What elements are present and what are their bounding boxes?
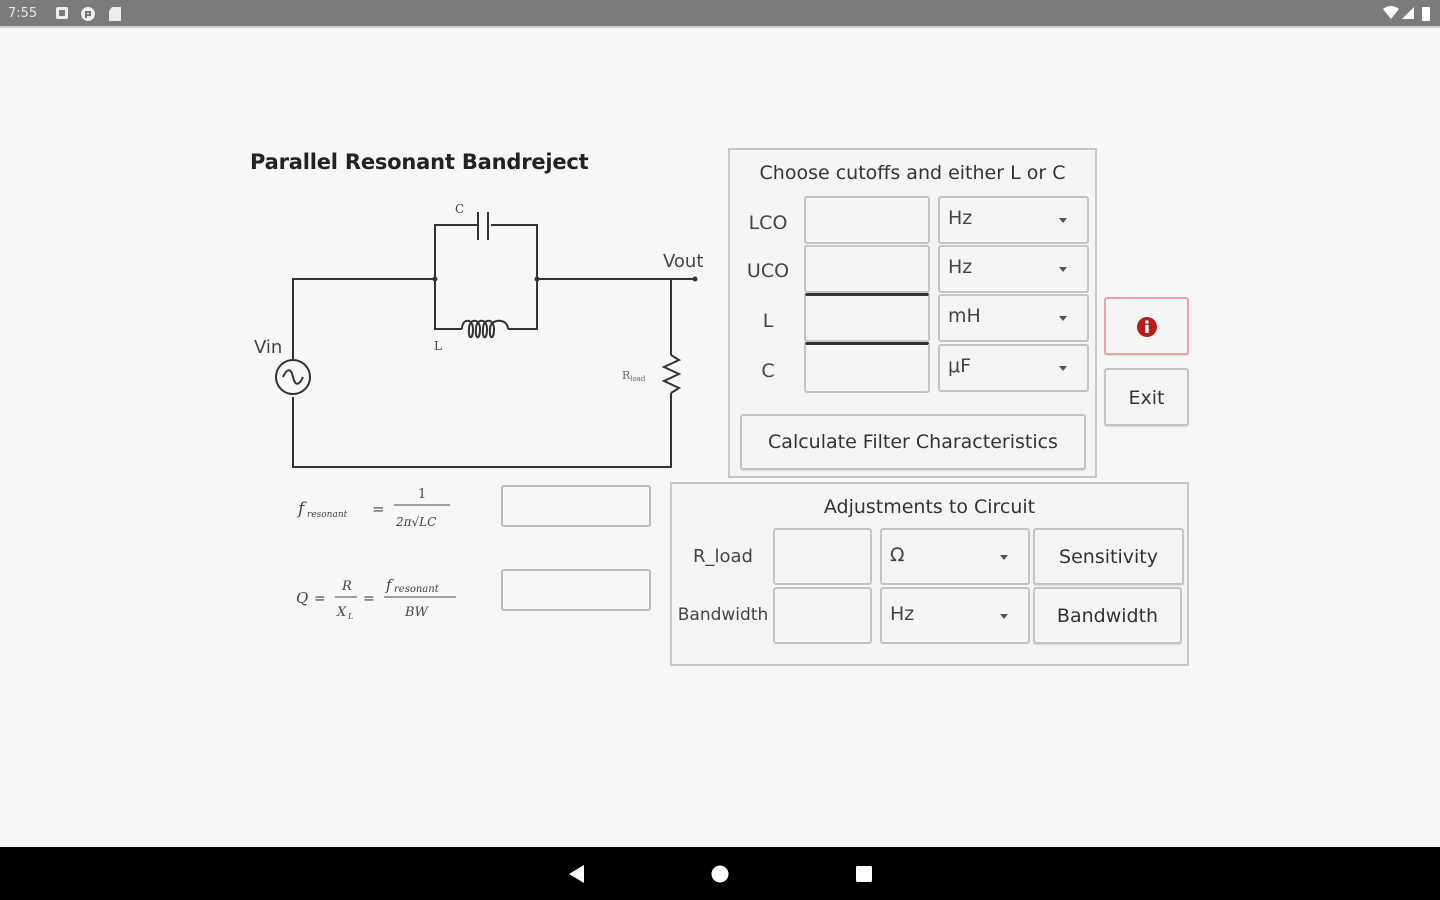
rload-unit-dropdown[interactable]: Ω (880, 528, 1030, 585)
back-icon[interactable] (566, 863, 586, 885)
wire-input (292, 278, 435, 360)
lco-unit-dropdown[interactable]: Hz (938, 196, 1089, 244)
home-icon[interactable] (710, 863, 730, 885)
svg-text:X: X (336, 605, 347, 620)
ac-source-wave (282, 369, 304, 385)
inductor-label: L (434, 339, 442, 353)
adjustments-panel-title: Adjustments to Circuit (823, 496, 1036, 518)
wifi-icon (1383, 6, 1399, 19)
status-time: 7:55 (8, 6, 38, 21)
lco-label: LCO (748, 212, 788, 234)
svg-text:L: L (347, 612, 353, 621)
svg-text:2π√LC: 2π√LC (395, 515, 436, 529)
c-unit-dropdown[interactable]: μF (938, 344, 1089, 392)
chevron-down-icon (1000, 555, 1008, 560)
adjustments-panel: Adjustments to Circuit R_load Ω Sensitiv… (670, 482, 1189, 666)
wire-cap-left (434, 224, 477, 279)
lco-unit-value: Hz (948, 207, 973, 229)
svg-text:f: f (296, 499, 307, 519)
wire-ind-left (434, 279, 462, 330)
circuit-diagram: C L Vout Vin Rload (254, 202, 703, 468)
status-bar: 7:55 (0, 0, 1440, 28)
wire-ind-right (508, 279, 538, 330)
ac-source (275, 359, 311, 395)
wire-return (292, 393, 672, 468)
lco-input[interactable] (804, 196, 930, 244)
rload-label: Rload (622, 369, 646, 383)
c-input[interactable] (804, 342, 930, 393)
q-factor-output[interactable] (501, 569, 651, 611)
capacitor-label: C (455, 202, 464, 216)
svg-text:=: = (372, 500, 385, 518)
node-right (534, 276, 540, 282)
svg-text:Q: Q (296, 589, 308, 607)
svg-text:BW: BW (404, 605, 430, 620)
sd-card-icon (109, 7, 121, 21)
uco-unit-dropdown[interactable]: Hz (938, 245, 1089, 293)
load-resistor (661, 354, 682, 394)
bandwidth-unit-dropdown[interactable]: Hz (880, 587, 1030, 644)
uco-input[interactable] (804, 245, 930, 293)
signal-icon (1402, 7, 1414, 19)
chevron-down-icon (1059, 218, 1067, 223)
node-vout (692, 276, 698, 282)
bandwidth-row-label: Bandwidth (677, 605, 769, 625)
bandwidth-button[interactable]: Bandwidth (1033, 587, 1182, 644)
info-button[interactable] (1104, 297, 1189, 355)
svg-text:f: f (385, 576, 394, 594)
wire-cap-right (491, 224, 538, 279)
navigation-bar (0, 847, 1440, 900)
chevron-down-icon (1059, 316, 1067, 321)
calculate-filter-button[interactable]: Calculate Filter Characteristics (740, 414, 1086, 470)
exit-button[interactable]: Exit (1104, 368, 1189, 426)
chevron-down-icon (1059, 267, 1067, 272)
recents-icon[interactable] (854, 863, 874, 885)
info-icon (1136, 317, 1157, 337)
rload-row-label: R_load (693, 546, 753, 567)
q-factor-formula: Q = R X L = f resonant BW (296, 576, 456, 621)
f-resonant-output[interactable] (501, 485, 651, 527)
l-input[interactable] (804, 293, 930, 342)
svg-text:=: = (314, 591, 326, 607)
svg-text:resonant: resonant (394, 584, 440, 595)
app-icon (81, 7, 95, 21)
f-resonant-formula: f resonant = 1 2π√LC (296, 487, 450, 529)
rload-unit-value: Ω (890, 544, 905, 566)
inductor-coil (461, 319, 509, 339)
c-unit-value: μF (948, 355, 972, 377)
cutoff-panel: Choose cutoffs and either L or C LCO Hz … (728, 148, 1097, 478)
svg-text:R: R (341, 579, 352, 594)
l-unit-dropdown[interactable]: mH (938, 294, 1089, 342)
chevron-down-icon (1000, 614, 1008, 619)
svg-text:1: 1 (418, 487, 426, 502)
vout-label: Vout (663, 251, 703, 272)
l-label: L (762, 310, 774, 332)
chevron-down-icon (1059, 366, 1067, 371)
notification-icon (56, 7, 68, 19)
svg-text:resonant: resonant (307, 510, 348, 520)
bandwidth-input[interactable] (773, 587, 872, 644)
l-unit-value: mH (948, 305, 981, 327)
cutoff-panel-title: Choose cutoffs and either L or C (759, 162, 1066, 184)
bandwidth-unit-value: Hz (890, 603, 915, 625)
vin-label: Vin (254, 337, 282, 358)
uco-label: UCO (746, 260, 790, 282)
page-title: Parallel Resonant Bandreject (250, 150, 589, 174)
rload-input[interactable] (773, 528, 872, 585)
svg-text:=: = (363, 591, 375, 607)
c-label: C (761, 360, 775, 382)
node-left (432, 276, 438, 282)
uco-unit-value: Hz (948, 256, 973, 278)
sensitivity-button[interactable]: Sensitivity (1033, 528, 1184, 585)
battery-icon (1422, 7, 1430, 21)
